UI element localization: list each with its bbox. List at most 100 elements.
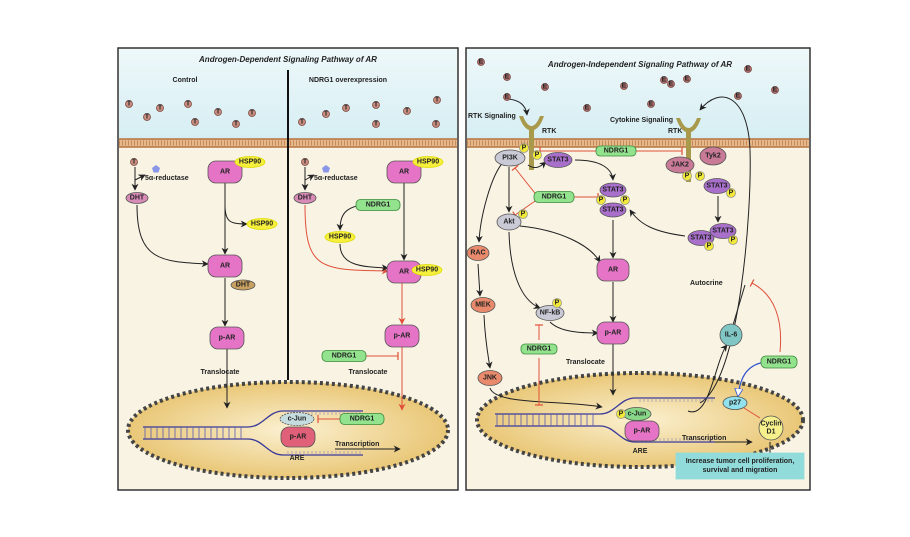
testosterone-molecule-label: T [193, 119, 198, 126]
p-ar-ndrg1: p-AR [384, 324, 420, 348]
right-panel-title: Androgen-Independent Signaling Pathway o… [547, 60, 732, 69]
testosterone-molecule: T [403, 107, 411, 115]
cyclin-d1-line-2: D1 [767, 429, 776, 436]
ndrg1-p27-regulator-label: NDRG1 [767, 359, 792, 366]
hsp90-bound-ndrg1: HSP90 [412, 156, 444, 168]
estrogen-molecule: E [620, 82, 628, 90]
estrogen-molecule: E [647, 100, 655, 108]
p-ar-nuclear-right: p-AR [624, 420, 660, 442]
estrogen-molecule-label: E [669, 81, 674, 88]
testosterone-molecule: T [342, 104, 350, 112]
phospho-badge-label: P [522, 145, 527, 152]
testosterone-molecule: T [130, 158, 138, 166]
hsp90-bound-control: HSP90 [234, 156, 266, 168]
stat3-cyto-2-label: STAT3 [712, 228, 733, 235]
reductase-enzyme-icon [322, 165, 330, 173]
testosterone-molecule-label: T [324, 111, 329, 118]
estrogen-molecule-label: E [505, 74, 510, 81]
testosterone-molecule: T [125, 100, 133, 108]
phospho-badge: P [704, 241, 714, 251]
testosterone-molecule: T [232, 120, 240, 128]
estrogen-molecule: E [477, 58, 485, 66]
control-label: Control [173, 77, 198, 84]
testosterone-molecule: T [298, 118, 306, 126]
c-jun-right-label: c-Jun [628, 411, 647, 418]
hsp90-ndrg1-bound: HSP90 [324, 231, 356, 243]
hsp90-retained: HSP90 [411, 264, 443, 276]
rtk-receptor-1 [519, 116, 544, 170]
phospho-badge-label: P [707, 243, 712, 250]
estrogen-molecule: E [583, 104, 591, 112]
testosterone-molecule: T [372, 120, 380, 128]
estrogen-molecule-label: E [736, 93, 741, 100]
dna-double-helix [143, 410, 363, 456]
cytokine-signaling-label: Cytokine Signaling [610, 117, 673, 124]
ndrg1-pi3k-inhibitor: NDRG1 [533, 191, 575, 203]
testosterone-molecule: T [214, 108, 222, 116]
ar-dht-complex: AR [207, 254, 243, 278]
p-ar-right: p-AR [596, 321, 630, 345]
mek-label: MEK [475, 302, 491, 309]
ar-hsp90-complex-control: AR [207, 160, 243, 184]
p-ar-right-label: p-AR [605, 330, 622, 337]
dht-ndrg1-label: DHT [298, 195, 313, 202]
testosterone-molecule-label: T [186, 101, 191, 108]
hsp90-retained-label: HSP90 [416, 267, 438, 274]
phospho-badge-label: P [731, 237, 736, 244]
phospho-badge-label: P [623, 197, 628, 204]
dht-bound: DHT [230, 279, 256, 291]
tyk2: Tyk2 [699, 146, 727, 166]
ar-hsp90-complex-ndrg1: AR [386, 160, 422, 184]
p27-label: p27 [729, 400, 741, 407]
outcome-box-line-1: Increase tumor cell proliferation, [686, 458, 795, 465]
stat3-dimer-top: STAT3 [599, 182, 627, 198]
estrogen-molecule-label: E [649, 101, 654, 108]
testosterone-molecule: T [322, 110, 330, 118]
estrogen-molecule: E [503, 73, 511, 81]
stat3-rtk-label: STAT3 [547, 157, 568, 164]
cell-membrane-right [467, 138, 809, 148]
testosterone-molecule-label: T [127, 101, 132, 108]
stat3-rtk: STAT3 [543, 152, 573, 168]
ndrg1-nfkb-inhibitor-label: NDRG1 [527, 346, 552, 353]
estrogen-molecule-label: E [746, 66, 751, 73]
reductase-enzyme-icon [152, 165, 160, 173]
rtk-signaling-label: RTK Signaling [468, 113, 516, 120]
mek: MEK [470, 297, 496, 313]
il6-label: IL-6 [725, 332, 738, 339]
testosterone-molecule-label: T [145, 114, 150, 121]
testosterone-molecule: T [143, 113, 151, 121]
estrogen-molecule: E [744, 65, 752, 73]
testosterone-molecule-label: T [300, 119, 305, 126]
p-ar-ndrg1-label: p-AR [394, 333, 411, 340]
cyclin-d1-line-1: Cyclin [760, 421, 781, 428]
translocate-label-right: Translocate [566, 359, 605, 366]
p-ar-nuclear-right-label: p-AR [634, 428, 651, 435]
estrogen-molecule: E [683, 75, 691, 83]
testosterone-molecule-label: T [374, 102, 379, 109]
ndrg1-cytoplasm: NDRG1 [355, 199, 401, 211]
estrogen-molecule: E [503, 93, 511, 101]
testosterone-molecule-label: T [344, 105, 349, 112]
estrogen-molecule-label: E [585, 105, 590, 112]
dht-bound-label: DHT [236, 282, 251, 289]
phospho-badge-label: P [555, 300, 560, 307]
ndrg1-pi3k-inhibitor-label: NDRG1 [542, 194, 567, 201]
hsp90-bound-control-label: HSP90 [239, 159, 261, 166]
c-jun-left: c-Jun [279, 412, 315, 426]
ndrg1-translocation-inhibitor-label: NDRG1 [332, 353, 357, 360]
hsp90-bound-ndrg1-label: HSP90 [417, 159, 439, 166]
testosterone-molecule: T [432, 120, 440, 128]
dht-control: DHT [125, 192, 149, 204]
phospho-badge-label: P [698, 173, 703, 180]
ndrg1-p27-regulator: NDRG1 [760, 355, 798, 369]
are-label-right: ARE [633, 448, 648, 455]
testosterone-molecule-label: T [374, 121, 379, 128]
ndrg1-membrane: NDRG1 [595, 145, 637, 157]
translocate-label-control: Translocate [201, 369, 240, 376]
estrogen-molecule-label: E [662, 77, 667, 84]
phospho-badge: P [695, 171, 705, 181]
stat3-cyto-1-label: STAT3 [690, 235, 711, 242]
phospho-badge: P [728, 235, 738, 245]
